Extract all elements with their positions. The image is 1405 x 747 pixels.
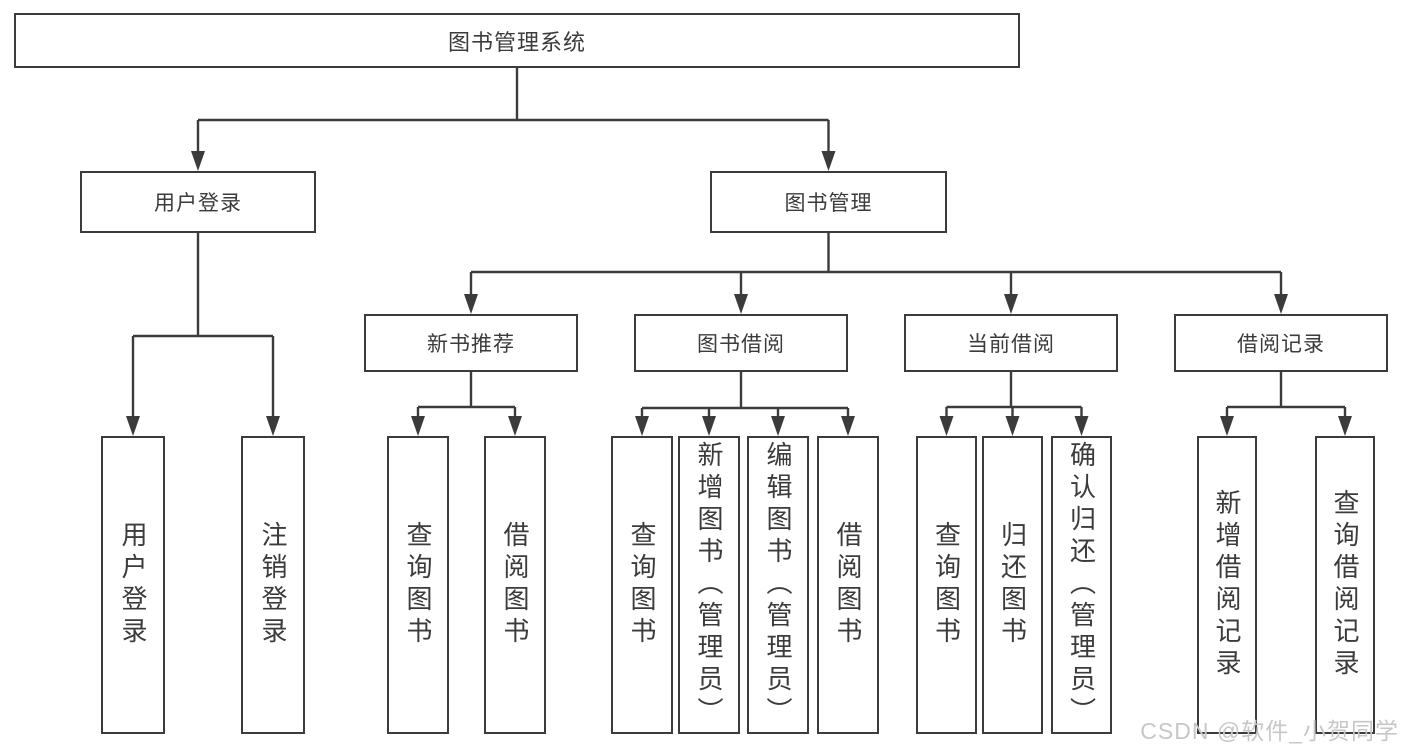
- node-borrow-records: 借阅记录: [1174, 314, 1388, 372]
- leaf-confirm-return-admin: 确认归还（管理员）: [1051, 436, 1112, 734]
- connector-records-to-leaves: [1220, 372, 1352, 436]
- leaf-borrow-books-newbook: 借阅图书: [484, 436, 546, 734]
- connector-userlogin-to-leaves: [126, 233, 280, 436]
- leaf-confirm-return-admin-label: 确认归还（管理员）: [1066, 441, 1097, 729]
- leaf-query-books-newbook-label: 查询图书: [403, 521, 433, 649]
- node-book-borrow: 图书借阅: [634, 314, 848, 372]
- connector-root-to-level2: [191, 68, 836, 171]
- connector-bookmgmt-to-level3: [464, 233, 1288, 314]
- leaf-query-books-current: 查询图书: [916, 436, 977, 734]
- leaf-query-borrow-record: 查询借阅记录: [1315, 436, 1375, 734]
- leaf-borrow-books-borrow: 借阅图书: [817, 436, 879, 734]
- leaf-add-borrow-record-label: 新增借阅记录: [1212, 489, 1242, 681]
- connector-current-to-leaves: [939, 372, 1089, 436]
- node-current-borrow: 当前借阅: [904, 314, 1118, 372]
- leaf-edit-book-admin-label: 编辑图书（管理员）: [763, 441, 793, 729]
- node-root-system: 图书管理系统: [14, 13, 1020, 68]
- leaf-add-book-admin-label: 新增图书（管理员）: [694, 441, 724, 729]
- leaf-borrow-books-newbook-label: 借阅图书: [500, 521, 530, 649]
- leaf-borrow-books-borrow-label: 借阅图书: [833, 521, 863, 649]
- leaf-logout-label: 注销登录: [258, 521, 288, 649]
- leaf-add-borrow-record: 新增借阅记录: [1197, 436, 1257, 734]
- node-new-book-recommend: 新书推荐: [364, 314, 578, 372]
- leaf-user-login-label: 用户登录: [118, 521, 148, 649]
- leaf-user-login: 用户登录: [101, 436, 165, 734]
- leaf-query-books-borrow-label: 查询图书: [627, 521, 657, 649]
- node-user-login: 用户登录: [80, 171, 316, 233]
- connector-borrow-to-leaves: [635, 372, 855, 436]
- leaf-query-books-borrow: 查询图书: [611, 436, 673, 734]
- leaf-query-books-current-label: 查询图书: [931, 521, 962, 649]
- leaf-query-borrow-record-label: 查询借阅记录: [1330, 489, 1360, 681]
- leaf-logout: 注销登录: [241, 436, 305, 734]
- connector-newbook-to-leaves: [411, 372, 522, 436]
- leaf-return-books-label: 归还图书: [997, 521, 1028, 649]
- leaf-add-book-admin: 新增图书（管理员）: [678, 436, 740, 734]
- leaf-return-books: 归还图书: [982, 436, 1043, 734]
- csdn-watermark: CSDN @软件_小贺同学: [1140, 718, 1399, 744]
- leaf-query-books-newbook: 查询图书: [387, 436, 449, 734]
- leaf-edit-book-admin: 编辑图书（管理员）: [747, 436, 809, 734]
- node-book-management: 图书管理: [710, 171, 947, 233]
